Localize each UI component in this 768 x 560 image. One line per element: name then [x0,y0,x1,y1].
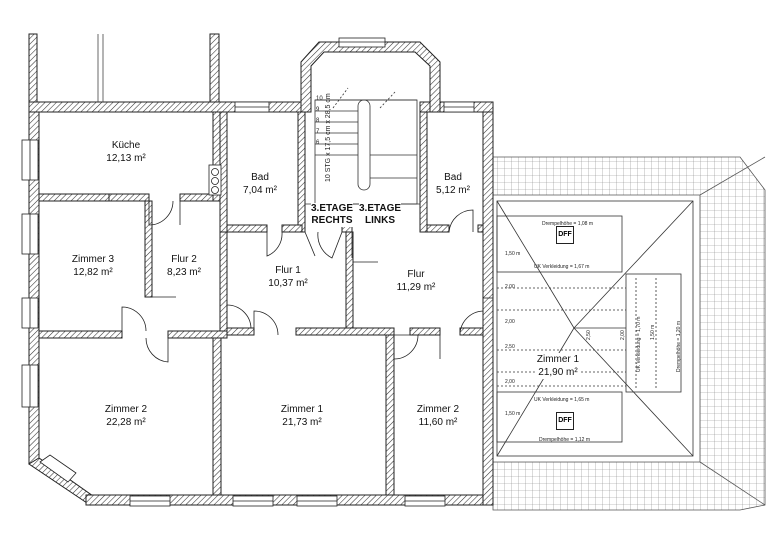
room-zimmer3-label: Zimmer 3 12,82 m² [72,253,114,279]
stair-label-links: 3.ETAGE LINKS [358,203,402,227]
room-flur2-label: Flur 2 8,23 m² [167,253,201,279]
room-zimmer2-left-label: Zimmer 2 22,28 m² [105,403,147,429]
room-area: 11,60 m² [418,417,458,428]
roof-dim-bottom: Drempelhöhe = 1,12 m [539,437,591,443]
room-name: Zimmer 2 [416,404,460,415]
roof-drempel-vert: Drempelhöhe = 1,20 m [676,320,682,372]
room-flur1-label: Flur 1 10,37 m² [268,264,307,290]
room-bad-left-label: Bad 7,04 m² [243,171,277,197]
stair-label-rechts: 3.ETAGE RECHTS [310,203,354,227]
stair-step-number: 9 [316,107,320,113]
room-zimmer2-right-label: Zimmer 2 11,60 m² [417,403,459,429]
room-name: Zimmer 1 [280,404,324,415]
room-area: 12,13 m² [106,153,146,164]
stair-step-number: 6 [316,140,320,146]
room-area: 7,04 m² [243,185,277,196]
room-kueche-label: Küche 12,13 m² [106,139,145,165]
room-area: 8,23 m² [167,267,201,278]
stair-step-number: 10 [316,96,323,102]
room-area: 12,82 m² [73,267,113,278]
roof-uk-vert: UK Verkleidung = 1,70 m [636,316,642,372]
room-area: 21,73 m² [282,417,322,428]
walls [28,33,494,506]
room-zimmer1-roof-label: Zimmer 1 21,90 m² [534,353,582,379]
room-name: Zimmer 3 [71,254,115,265]
room-bad-right-label: Bad 5,12 m² [436,171,470,197]
roof-level: 2,50 [505,344,515,350]
room-area: 5,12 m² [436,185,470,196]
room-name: Flur [407,269,425,280]
roof-uk-bottom: UK Verkleidung = 1,65 m [534,397,590,403]
room-area: 22,28 m² [106,417,146,428]
stair-label-line: RECHTS [311,215,353,226]
stove [208,164,222,196]
dff-skylight-bottom: DFF [556,412,574,430]
roof-level: 2,50 [586,330,592,340]
roof-level: 2,00 [505,319,515,325]
stair-label-line: 3.ETAGE [310,203,354,214]
room-name: Bad [444,172,462,183]
room-area: 10,37 m² [268,278,308,289]
stair-label-line: 3.ETAGE [358,203,402,214]
windows [21,37,475,507]
room-name: Flur 1 [275,265,301,276]
stair-note: 10 STG x 17,5 cm x 28,5 cm [325,93,332,182]
room-flur-label: Flur 11,29 m² [397,268,436,294]
stair-label-line: LINKS [364,215,395,226]
room-area: 11,29 m² [396,282,436,293]
doors [121,200,493,363]
room-zimmer1-mid-label: Zimmer 1 21,73 m² [281,403,323,429]
roof-level: 1,50 m [505,411,521,417]
roof-dim-top: Drempelhöhe = 1,08 m [542,221,594,227]
roof-level: 1,50 m [505,251,521,257]
stair [305,87,420,205]
roof-level: 1,50 m [650,324,656,340]
roof-level: 2,00 [505,284,515,290]
roof-uk-top: UK Verkleidung = 1,67 m [534,264,590,270]
room-name: Zimmer 2 [104,404,148,415]
room-name: Bad [251,172,269,183]
room-area: 21,90 m² [538,367,578,378]
upper-lines [97,34,104,102]
room-name: Zimmer 1 [536,354,580,365]
stair-step-number: 7 [316,129,320,135]
roof-tiles [492,156,766,511]
room-name: Küche [111,140,141,151]
dff-skylight-top: DFF [556,226,574,244]
roof-level: 2,00 [505,379,515,385]
room-name: Flur 2 [171,254,197,265]
stair-step-number: 8 [316,118,320,124]
roof-level: 2,00 [620,330,626,340]
